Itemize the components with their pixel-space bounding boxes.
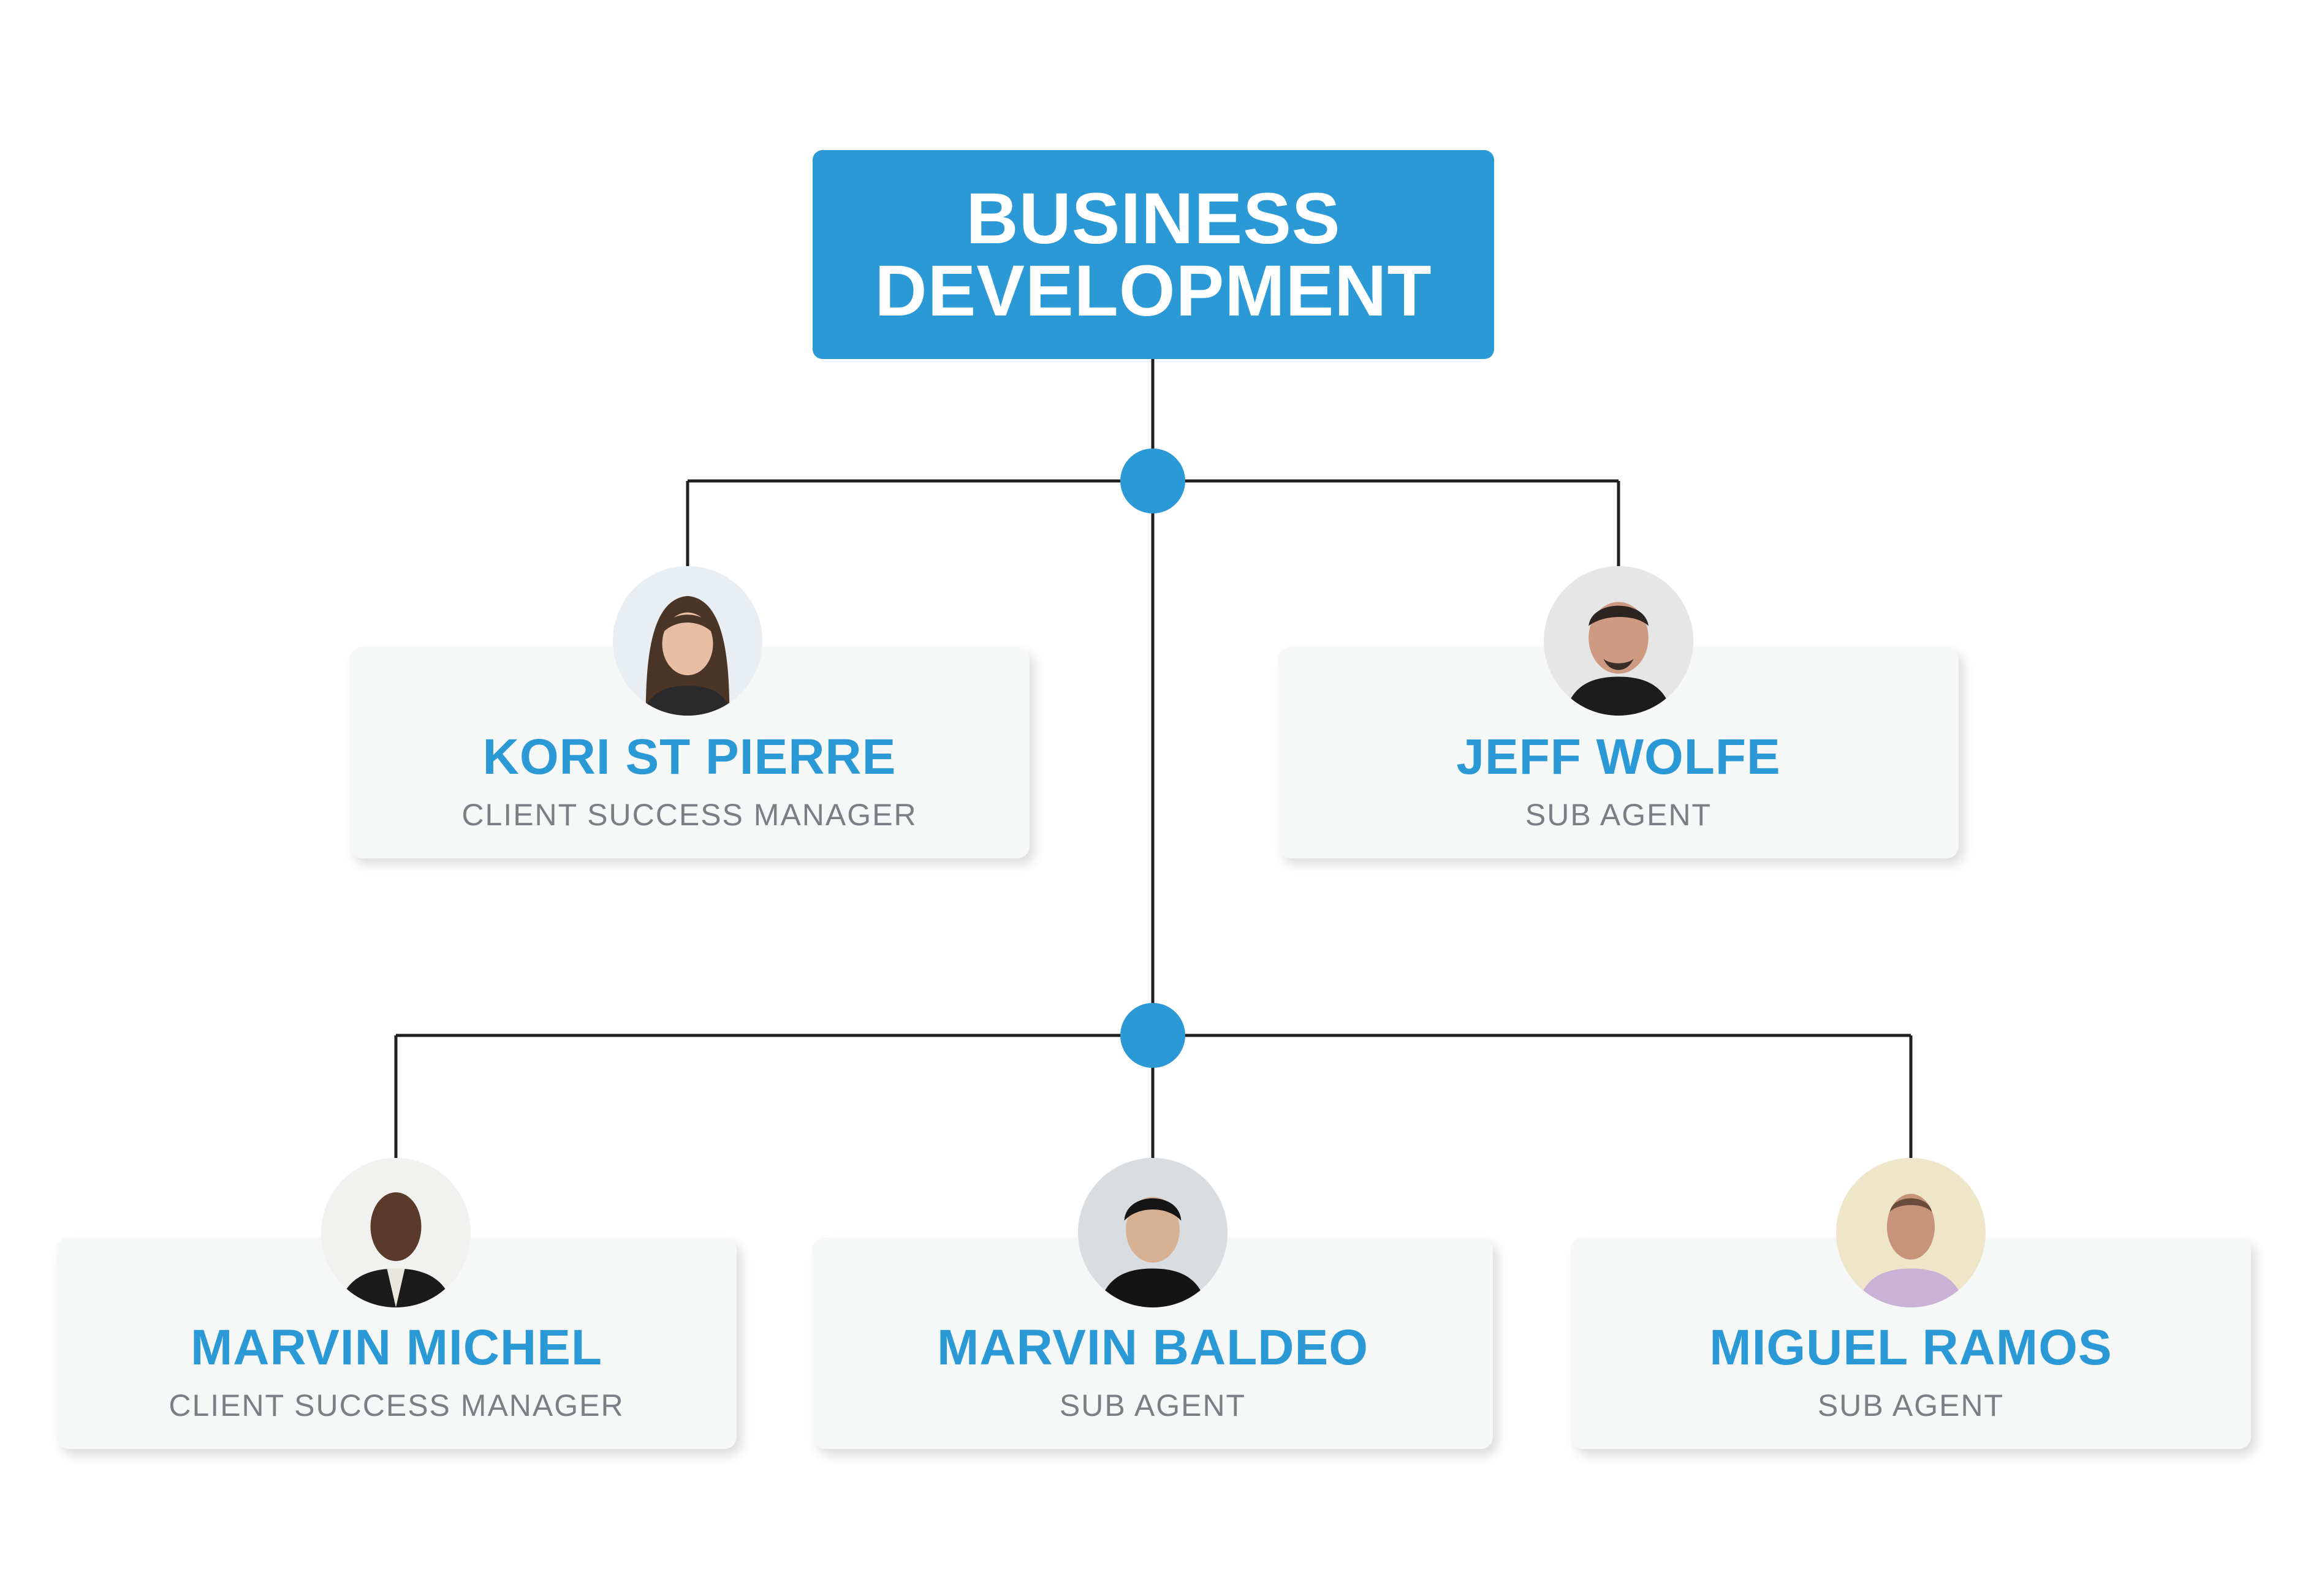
person-name: MARVIN BALDEO: [937, 1320, 1368, 1375]
portrait-man-goatee-icon: [1544, 566, 1693, 716]
person-role: SUB AGENT: [1059, 1388, 1247, 1423]
person-role: CLIENT SUCCESS MANAGER: [461, 798, 917, 832]
person-card-marvin-baldeo[interactable]: MARVIN BALDEO SUB AGENT: [813, 1238, 1493, 1449]
avatar-kori-st-pierre: [613, 566, 762, 716]
portrait-man-suit-icon: [321, 1158, 471, 1307]
person-role: CLIENT SUCCESS MANAGER: [169, 1388, 624, 1423]
avatar-marvin-baldeo: [1078, 1158, 1228, 1307]
portrait-man-purple-shirt-icon: [1836, 1158, 1986, 1307]
avatar-marvin-michel: [321, 1158, 471, 1307]
person-name: JEFF WOLFE: [1456, 729, 1781, 785]
avatar-jeff-wolfe: [1544, 566, 1693, 716]
portrait-woman-icon: [613, 566, 762, 716]
hub-node-tier-2: [1120, 1003, 1185, 1068]
department-title-box: BUSINESS DEVELOPMENT: [813, 150, 1494, 359]
person-name: MARVIN MICHEL: [190, 1320, 603, 1375]
hub-node-tier-1: [1120, 448, 1185, 513]
department-title-line-1: BUSINESS: [966, 178, 1341, 259]
person-name: KORI ST PIERRE: [482, 729, 897, 785]
portrait-man-black-shirt-icon: [1078, 1158, 1228, 1307]
person-name: MIGUEL RAMOS: [1709, 1320, 2112, 1375]
avatar-miguel-ramos: [1836, 1158, 1986, 1307]
department-title-line-2: DEVELOPMENT: [875, 250, 1432, 331]
person-role: SUB AGENT: [1817, 1388, 2005, 1423]
person-role: SUB AGENT: [1525, 798, 1712, 832]
person-card-jeff-wolfe[interactable]: JEFF WOLFE SUB AGENT: [1278, 647, 1959, 858]
person-card-marvin-michel[interactable]: MARVIN MICHEL CLIENT SUCCESS MANAGER: [56, 1238, 737, 1449]
